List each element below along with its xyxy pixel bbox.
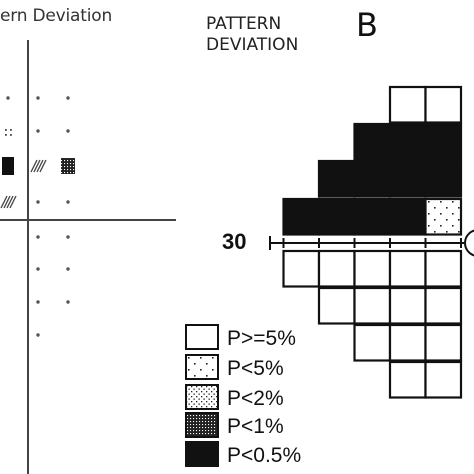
- lower-cell-2-1: [317, 286, 356, 325]
- eccentricity-label: 30: [222, 229, 247, 254]
- p5-dot: [10, 134, 12, 136]
- right-title-line-1: PATTERN: [206, 14, 282, 34]
- legend-label-p05: P<0.5%: [227, 444, 301, 467]
- left-symbol-r6-c2: [36, 267, 40, 271]
- left-panel-title: ern Deviation: [0, 6, 113, 26]
- left-symbol-r3-c3: [61, 158, 75, 174]
- left-symbol-r3-c2: [30, 159, 47, 173]
- legend-swatch-p05: [185, 441, 219, 467]
- left-symbol-r6-c3: [66, 267, 70, 271]
- legend-label-normal: P>=5%: [227, 327, 296, 350]
- p2-stroke: [33, 159, 41, 173]
- panel-letter: B: [356, 6, 378, 44]
- blind-spot-marker: [464, 229, 474, 257]
- lower-cell-1-3: [353, 249, 392, 288]
- lower-cell-1-2: [317, 249, 356, 288]
- upper-cell-4-1: [282, 197, 321, 236]
- upper-cell-2-1: [353, 122, 392, 161]
- p2-stroke: [9, 195, 17, 209]
- legend-label-p5: P<5%: [227, 357, 284, 380]
- p2-stroke: [39, 159, 47, 173]
- lower-cell-3-1: [353, 323, 392, 362]
- upper-cell-4-2: [317, 197, 356, 236]
- legend-swatch-p1: [185, 412, 219, 438]
- lower-cell-1-4: [388, 249, 427, 288]
- left-symbol-r4-c2: [36, 200, 40, 204]
- upper-cell-1-2: [424, 85, 463, 124]
- left-symbol-r2-c1: [5, 129, 12, 136]
- p2-stroke: [6, 195, 14, 209]
- left-symbol-r5-c3: [66, 235, 70, 239]
- upper-cell-3-3: [388, 159, 427, 198]
- p2-stroke: [30, 159, 38, 173]
- p2-stroke: [3, 195, 11, 209]
- left-symbol-r1-c2: [36, 96, 40, 100]
- upper-cell-3-1: [317, 159, 356, 198]
- upper-cell-3-4: [424, 159, 463, 198]
- left-symbol-r8-c2: [36, 333, 40, 337]
- left-symbol-grid: [0, 96, 75, 337]
- left-symbol-r4-c1: [0, 195, 17, 209]
- legend-swatch-p2: [185, 384, 219, 410]
- lower-cell-1-1: [282, 249, 321, 288]
- p1-block: [61, 158, 75, 174]
- left-symbol-r5-c2: [36, 235, 40, 239]
- lower-cell-3-3: [424, 323, 463, 362]
- legend-label-p2: P<2%: [227, 387, 284, 410]
- upper-cell-2-2: [388, 122, 427, 161]
- left-symbol-r2-c2: [36, 129, 40, 133]
- upper-cell-3-2: [353, 159, 392, 198]
- legend-swatch-p5: [185, 354, 219, 380]
- upper-cell-4-3: [353, 197, 392, 236]
- upper-cell-4-4: [388, 197, 427, 236]
- upper-hemifield-grid: [282, 85, 463, 236]
- left-symbol-r1-c1: [6, 96, 10, 100]
- left-symbol-r1-c3: [66, 96, 70, 100]
- left-symbol-r7-c2: [36, 300, 40, 304]
- p5-dot: [10, 129, 12, 131]
- lower-cell-4-1: [388, 360, 427, 399]
- left-symbol-r2-c3: [66, 129, 70, 133]
- upper-cell-1-1: [388, 85, 427, 124]
- left-symbol-r4-c3: [66, 200, 70, 204]
- lower-cell-4-2: [424, 360, 463, 399]
- legend-swatch-normal: [185, 324, 219, 350]
- legend-label-p1: P<1%: [227, 415, 284, 438]
- left-symbol-r7-c3: [66, 300, 70, 304]
- lower-hemifield-grid: [282, 249, 463, 399]
- lower-cell-1-5: [424, 249, 463, 288]
- lower-cell-2-2: [353, 286, 392, 325]
- meridian-ticks: [282, 238, 462, 248]
- right-title-line-2: DEVIATION: [206, 35, 299, 55]
- p5-dot: [5, 134, 7, 136]
- legend: P>=5% P<5% P<2% P<1% P<0.5%: [185, 324, 301, 467]
- p5-dot: [5, 129, 7, 131]
- left-symbol-r3-c1: [2, 157, 14, 175]
- upper-cell-2-3: [424, 122, 463, 161]
- p2-stroke: [0, 195, 8, 209]
- upper-cell-4-5: [424, 197, 463, 236]
- lower-cell-3-2: [388, 323, 427, 362]
- lower-cell-2-3: [388, 286, 427, 325]
- p2-stroke: [36, 159, 44, 173]
- lower-cell-2-4: [424, 286, 463, 325]
- right-panel-title: PATTERN DEVIATION: [206, 14, 346, 56]
